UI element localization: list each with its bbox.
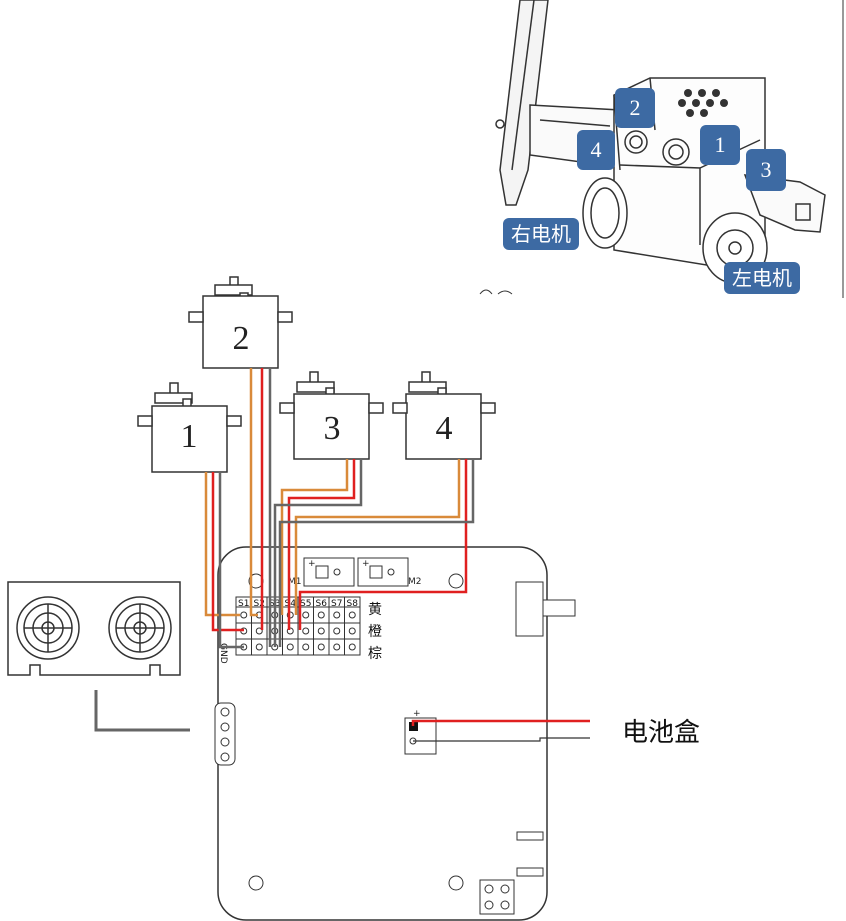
header-pin (313, 638, 330, 656)
servo-label-2: 2 (232, 320, 250, 357)
servo-port-label-s5: S5 (300, 599, 311, 609)
servo-3 (279, 371, 384, 460)
header-pin (328, 638, 345, 656)
robot-callout-3: 3 (746, 149, 786, 191)
servo-port-label-s4: S4 (285, 599, 297, 609)
robot-callout-2: 2 (615, 88, 655, 128)
left-motor-label: 左电机 (724, 262, 800, 294)
header-pin (328, 622, 345, 640)
motor-port-label-m2: M2 (408, 577, 422, 587)
servo-port-label-s1: S1 (238, 599, 249, 609)
header-pin (344, 606, 361, 624)
wire-label-signal: 黄 (368, 601, 382, 618)
svg-text:+: + (308, 559, 316, 569)
wire-label-ground: 棕 (368, 646, 382, 662)
svg-text:+: + (413, 709, 421, 719)
header-pin (297, 638, 314, 656)
svg-text:+: + (362, 559, 370, 569)
wire-label-power: 橙 (368, 624, 382, 640)
servo-wires (204, 368, 590, 742)
right-motor-label: 右电机 (503, 218, 579, 250)
header-pin (251, 622, 268, 640)
header-pin (328, 606, 345, 624)
header-pin (313, 606, 330, 624)
gnd-label: GND (218, 643, 228, 664)
servo-label-1: 1 (180, 418, 198, 455)
battery-box-label: 电池盒 (622, 718, 701, 748)
servo-label-4: 4 (435, 410, 453, 447)
servo-2 (188, 276, 293, 369)
servo-label-3: 3 (323, 410, 341, 447)
header-pin (251, 638, 268, 656)
header-pin (344, 622, 361, 640)
servo-4 (392, 371, 496, 460)
servo-1 (137, 382, 242, 473)
robot-callout-4: 4 (577, 130, 615, 170)
ultrasonic-sensor (7, 581, 190, 732)
robot-illustration (479, 0, 844, 298)
header-pin (344, 638, 361, 656)
header-pin (282, 638, 299, 656)
servo-port-label-s8: S8 (347, 599, 359, 609)
header-pin (313, 622, 330, 640)
servo-port-label-s7: S7 (331, 599, 342, 609)
robot-callout-1: 1 (700, 125, 740, 165)
servo-port-label-s6: S6 (316, 599, 328, 609)
servo-port-label-s2: S2 (254, 599, 265, 609)
